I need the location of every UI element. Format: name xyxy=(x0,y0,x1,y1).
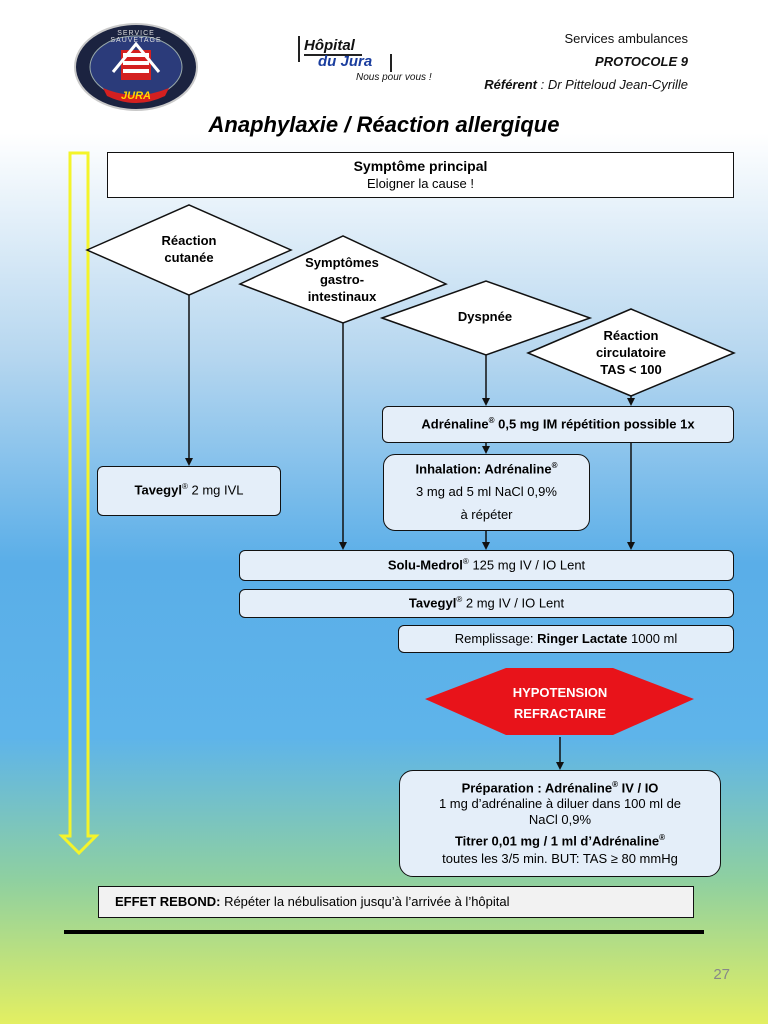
hypotension-shape xyxy=(425,668,694,735)
remplissage-box: Remplissage: Ringer Lactate 1000 ml xyxy=(398,625,734,653)
referent-line: Référent : Dr Pitteloud Jean-Cyrille xyxy=(484,77,688,92)
diamond-dyspnee xyxy=(379,280,593,356)
badge-bottom-text: JURA xyxy=(121,90,151,102)
symptome-principal-box: Symptôme principal Eloigner la cause ! xyxy=(107,152,734,198)
hypotension-label: HYPOTENSION REFRACTAIRE xyxy=(512,685,608,721)
page-number: 27 xyxy=(713,966,730,983)
preparation-box: Préparation : Adrénaline® IV / IO 1 mg d… xyxy=(399,770,721,877)
protocol-label: PROTOCOLE 9 xyxy=(595,54,688,69)
tavegyl-iv-box: Tavegyl® 2 mg IV / IO Lent xyxy=(239,589,734,618)
solu-medrol-box: Solu-Medrol® 125 mg IV / IO Lent xyxy=(239,550,734,581)
diamond-circulatoire xyxy=(526,308,736,397)
referent-label: Référent xyxy=(484,77,537,92)
logo-line1: Hôpital xyxy=(304,37,355,54)
effet-rebond-box: EFFET REBOND: Répéter la nébulisation ju… xyxy=(98,886,694,918)
hopital-du-jura-logo: Hôpital du Jura Nous pour vous ! xyxy=(298,36,448,96)
diamond-gastro xyxy=(238,235,448,324)
service-sauvetage-badge: SERVICE SAUVETAGE JURA xyxy=(73,22,199,112)
referent-name: : Dr Pitteloud Jean-Cyrille xyxy=(537,77,688,92)
adrenaline-im-box: Adrénaline® 0,5 mg IM répétition possibl… xyxy=(382,406,734,443)
service-label: Services ambulances xyxy=(564,31,688,46)
page-title: Anaphylaxie / Réaction allergique xyxy=(208,112,560,137)
symptome-principal-title: Symptôme principal xyxy=(353,158,488,175)
label-dyspnee: Dyspnée xyxy=(457,309,513,324)
progression-arrow xyxy=(58,151,100,856)
logo-line2: du Jura xyxy=(318,53,373,70)
tavegyl-ivl-box: Tavegyl® 2 mg IVL xyxy=(97,466,281,516)
diamond-cutanee xyxy=(85,204,293,296)
inhalation-box: Inhalation: Adrénaline® 3 mg ad 5 ml NaC… xyxy=(383,454,590,531)
logo-tagline: Nous pour vous ! xyxy=(356,72,432,83)
symptome-principal-subtitle: Eloigner la cause ! xyxy=(367,175,474,191)
badge-top-text: SERVICE SAUVETAGE xyxy=(110,30,162,44)
